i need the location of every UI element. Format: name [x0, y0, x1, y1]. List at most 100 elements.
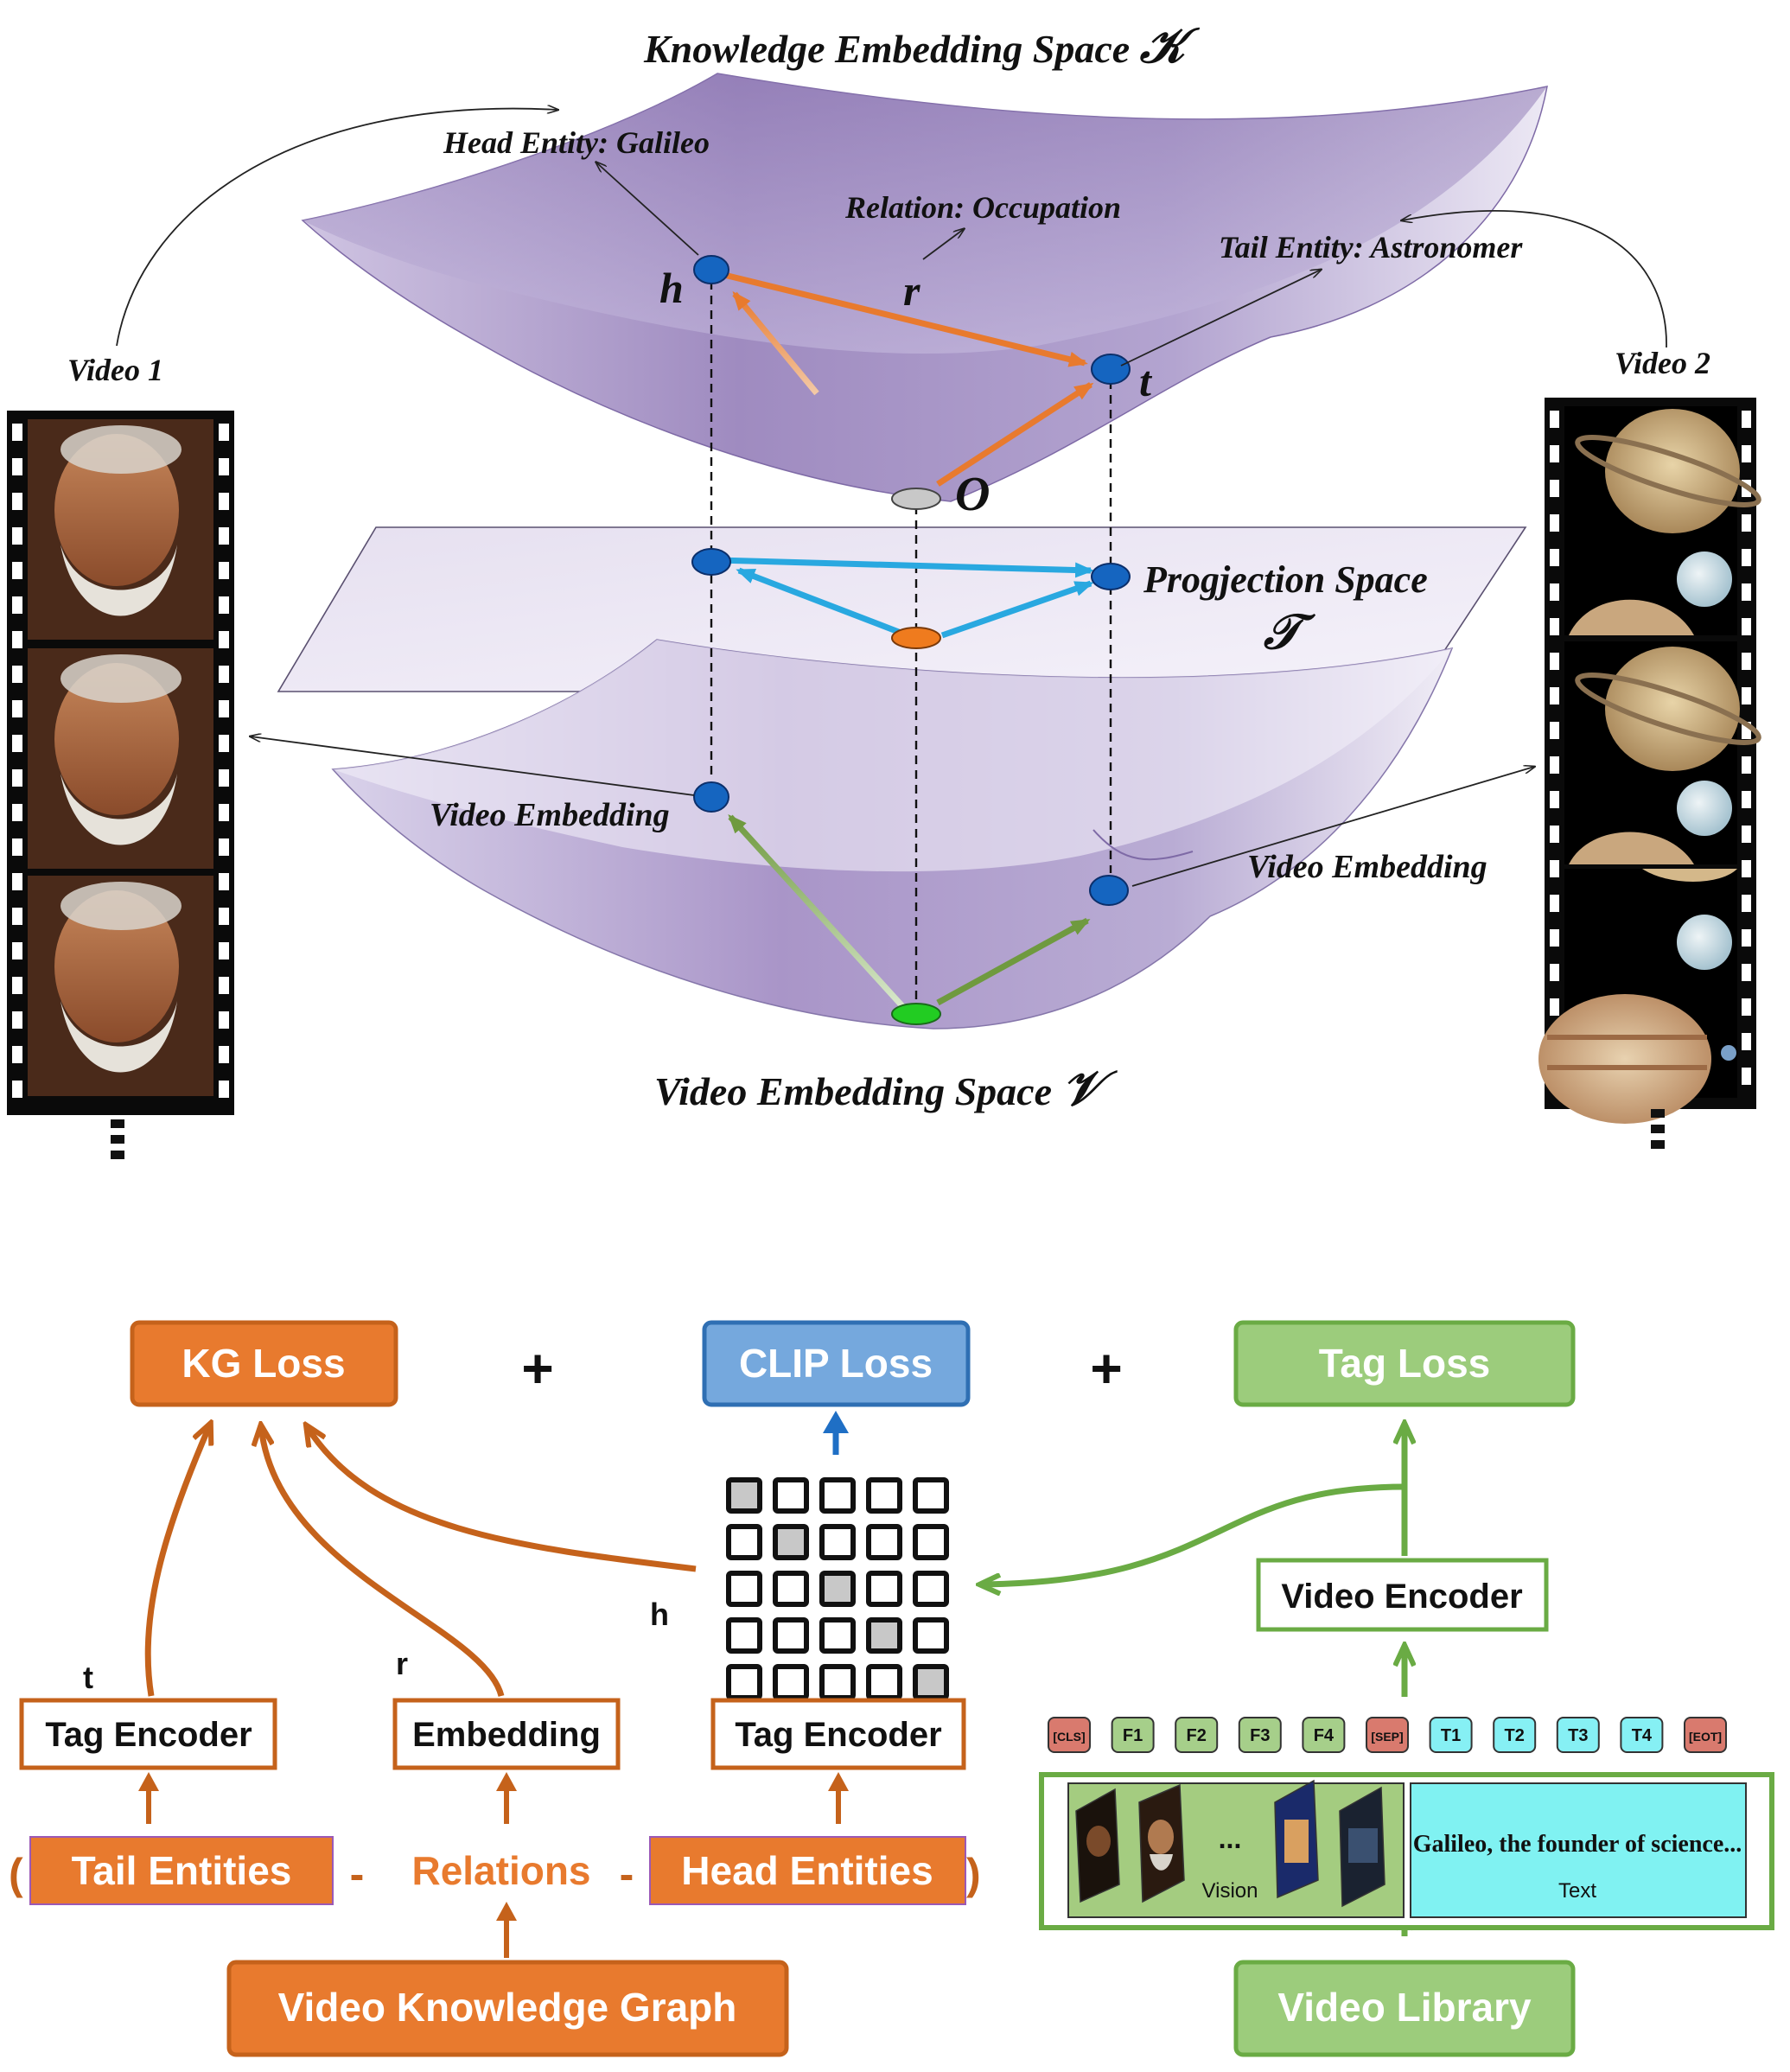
svg-text:[EOT]: [EOT]	[1689, 1730, 1722, 1744]
video2-label: Video 2	[1615, 346, 1710, 380]
plus-sign-1: +	[521, 1337, 553, 1399]
video1-frame-2	[28, 648, 213, 869]
similarity-matrix	[726, 1477, 949, 1700]
video-embedding-surface	[331, 639, 1454, 1030]
vision-thumbnail-3	[1274, 1779, 1319, 1899]
tag-loss-box: Tag Loss	[1233, 1320, 1576, 1407]
svg-text:KG Loss: KG Loss	[182, 1341, 345, 1386]
close-paren: )	[966, 1850, 981, 1898]
video1-filmstrip	[7, 411, 234, 1115]
token-f1: F1	[1111, 1717, 1155, 1753]
token-t4: T4	[1620, 1717, 1664, 1753]
knowledge-space-title: Knowledge Embedding Space 𝒦	[643, 20, 1201, 73]
svg-text:Video Encoder: Video Encoder	[1281, 1578, 1522, 1616]
matrix-cell	[866, 1664, 902, 1700]
svg-text:Tag Encoder: Tag Encoder	[45, 1716, 252, 1754]
encoder-input-arrows	[138, 1772, 849, 1958]
matrix-cell-diagonal	[866, 1617, 902, 1654]
pointer-lines	[116, 109, 1667, 887]
token-f3: F3	[1238, 1717, 1282, 1753]
svg-text:T4: T4	[1632, 1726, 1653, 1745]
video1-frame-3	[28, 876, 213, 1096]
head-entity-label: Head Entity: Galileo	[443, 125, 710, 160]
video-encoder-box: Video Encoder	[1256, 1558, 1549, 1632]
projection-space-title: Progjection Space	[1143, 558, 1428, 601]
svg-text:CLIP Loss: CLIP Loss	[739, 1341, 933, 1386]
node-t	[1091, 354, 1131, 385]
dash-1: -	[350, 1850, 365, 1898]
video2-frame-1	[1564, 406, 1761, 635]
matrix-cell-diagonal	[773, 1524, 809, 1560]
matrix-cell	[866, 1524, 902, 1560]
token-f2: F2	[1175, 1717, 1219, 1753]
projection-lines	[710, 281, 1112, 1007]
clip-arrow	[823, 1411, 849, 1455]
node-h-video	[693, 781, 729, 813]
matrix-cell	[819, 1524, 856, 1560]
matrix-cell	[773, 1617, 809, 1654]
open-paren: (	[9, 1850, 23, 1898]
svg-text:Tail Entities: Tail Entities	[72, 1848, 292, 1893]
svg-text:Embedding: Embedding	[412, 1716, 601, 1754]
matrix-cell	[726, 1524, 762, 1560]
video-library-box: Video Library	[1233, 1960, 1576, 2057]
svg-text:F1: F1	[1123, 1726, 1143, 1745]
matrix-cell	[726, 1664, 762, 1700]
matrix-cell-diagonal	[726, 1477, 762, 1514]
node-o-knowledge	[891, 488, 941, 510]
svg-text:T3: T3	[1568, 1726, 1588, 1745]
knowledge-embedding-surface	[301, 73, 1548, 502]
token-cls: [CLS]	[1048, 1717, 1091, 1753]
label-h: h	[650, 1597, 669, 1632]
tag-encoder-left-box: Tag Encoder	[19, 1698, 277, 1770]
node-r-label: r	[903, 266, 920, 315]
dash-2: -	[620, 1850, 634, 1898]
video1-frame-1	[28, 419, 213, 640]
video-knowledge-graph-box: Video Knowledge Graph	[226, 1960, 789, 2057]
projection-arrows	[717, 557, 1094, 639]
svg-text:F4: F4	[1314, 1726, 1335, 1745]
plus-sign-2: +	[1090, 1337, 1122, 1399]
video-arrows	[728, 814, 1091, 1010]
kg-loss-box: KG Loss	[130, 1320, 398, 1407]
vision-label: Vision	[1202, 1879, 1258, 1903]
matrix-cell	[866, 1571, 902, 1607]
node-o-label: O	[955, 468, 990, 521]
matrix-cell	[726, 1571, 762, 1607]
video1-label: Video 1	[67, 353, 163, 387]
matrix-cell	[819, 1617, 856, 1654]
token-t3: T3	[1556, 1717, 1600, 1753]
video2-filmstrip	[1538, 398, 1761, 1124]
node-o-projection	[891, 627, 941, 649]
matrix-cell	[866, 1477, 902, 1514]
token-eot: [EOT]	[1684, 1717, 1727, 1753]
tail-entity-label: Tail Entity: Astronomer	[1219, 230, 1523, 265]
node-t-video	[1089, 875, 1129, 906]
matrix-cell	[913, 1477, 949, 1514]
matrix-cell-diagonal	[819, 1571, 856, 1607]
svg-text:[CLS]: [CLS]	[1053, 1730, 1085, 1744]
video-space-title: Video Embedding Space 𝒱	[654, 1062, 1118, 1116]
matrix-cell-diagonal	[913, 1664, 949, 1700]
video1-more-icon	[111, 1119, 124, 1159]
matrix-cell	[773, 1477, 809, 1514]
text-content: Galileo, the founder of science...	[1413, 1831, 1742, 1858]
matrix-cell	[773, 1571, 809, 1607]
svg-text:T2: T2	[1505, 1726, 1525, 1745]
relations-label: Relations	[411, 1848, 590, 1893]
knowledge-arrows	[723, 271, 1094, 487]
node-t-label: t	[1139, 357, 1153, 405]
label-t: t	[83, 1660, 93, 1695]
vision-thumbnails: ... Vision	[1075, 1779, 1385, 1908]
vision-thumbnail-2	[1138, 1783, 1185, 1903]
node-h	[693, 255, 729, 284]
svg-text:F3: F3	[1250, 1726, 1270, 1745]
label-r: r	[396, 1646, 408, 1681]
video2-frame-2	[1564, 641, 1761, 864]
svg-text:[SEP]: [SEP]	[1371, 1730, 1403, 1744]
relation-label: Relation: Occupation	[844, 190, 1121, 225]
matrix-cell	[913, 1571, 949, 1607]
video-embedding-label-right: Video Embedding	[1247, 849, 1487, 885]
svg-text:Tag Encoder: Tag Encoder	[735, 1716, 941, 1754]
